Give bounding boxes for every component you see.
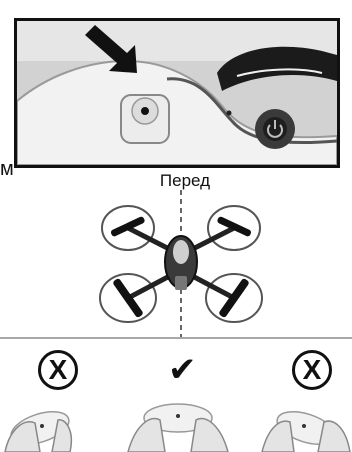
side-letter: м (0, 158, 14, 180)
drone-top-view-diagram (96, 190, 266, 340)
drone-closeup-photo (14, 18, 340, 168)
hand-positions-illustration (0, 388, 352, 452)
front-label: Перед (140, 171, 230, 191)
section-divider (0, 337, 352, 339)
drone-closeup-drawing (17, 21, 337, 165)
wrong-mark-icon-left: X (38, 350, 78, 390)
correct-check-icon: ✔ (168, 350, 197, 390)
hand-illustration-center (128, 404, 228, 452)
hand-illustration-right (262, 405, 350, 452)
wrong-mark-icon-right: X (292, 350, 332, 390)
hand-illustration-left (5, 405, 73, 452)
